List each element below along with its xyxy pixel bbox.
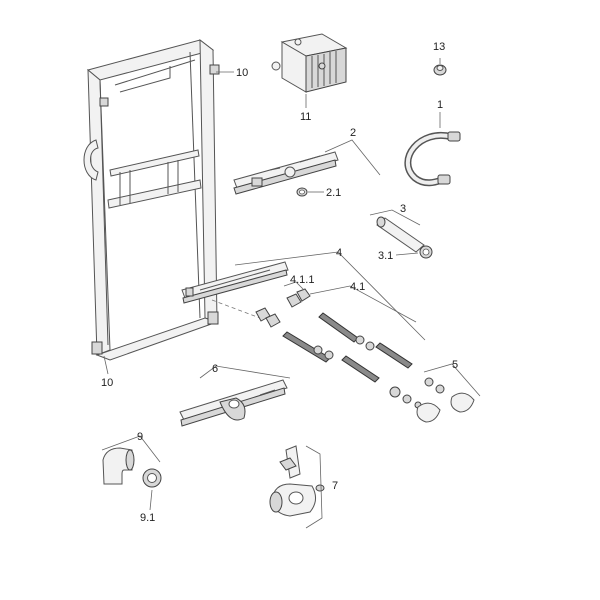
callout-3-1: 3.1 — [378, 250, 393, 262]
callout-9-1: 9.1 — [140, 512, 155, 524]
junction-box — [271, 33, 348, 93]
callout-1: 1 — [437, 99, 443, 111]
callout-2: 2 — [350, 127, 356, 139]
drain-rail-6 — [179, 379, 288, 427]
installation-frame — [83, 38, 220, 361]
callout-labels: 10 10 11 13 1 2 2.1 3 3.1 4 4.1.1 4.1 5 … — [101, 41, 458, 524]
nut-13 — [433, 64, 447, 76]
callout-6: 6 — [212, 363, 218, 375]
bracket-4-1-1 — [255, 288, 311, 328]
crossbar-rail-4 — [181, 261, 289, 319]
callout-9: 9 — [137, 431, 143, 443]
pipe-elbow-9 — [102, 447, 135, 485]
seal-9-1 — [142, 468, 162, 488]
callout-13: 13 — [433, 41, 445, 53]
mounting-rail-2 — [233, 151, 339, 195]
seal-ring-2-1 — [296, 187, 308, 197]
drain-elbow-7 — [269, 445, 325, 517]
callout-4-1: 4.1 — [350, 281, 365, 293]
callout-11: 11 — [300, 111, 311, 123]
pipe-3 — [376, 216, 425, 253]
callout-5: 5 — [452, 359, 458, 371]
callout-4: 4 — [336, 247, 342, 259]
caps-5 — [416, 377, 475, 423]
callout-4-1-1: 4.1.1 — [290, 274, 314, 286]
leader-lines — [101, 58, 481, 529]
callout-2-1: 2.1 — [326, 187, 341, 199]
callout-3: 3 — [400, 203, 406, 215]
seal-3-1 — [419, 245, 433, 259]
callout-10-top: 10 — [236, 67, 248, 79]
threaded-rods-4-1 — [282, 312, 422, 409]
callout-10-bottom: 10 — [101, 377, 113, 389]
callout-7: 7 — [332, 480, 338, 492]
flexible-hose — [404, 131, 461, 187]
